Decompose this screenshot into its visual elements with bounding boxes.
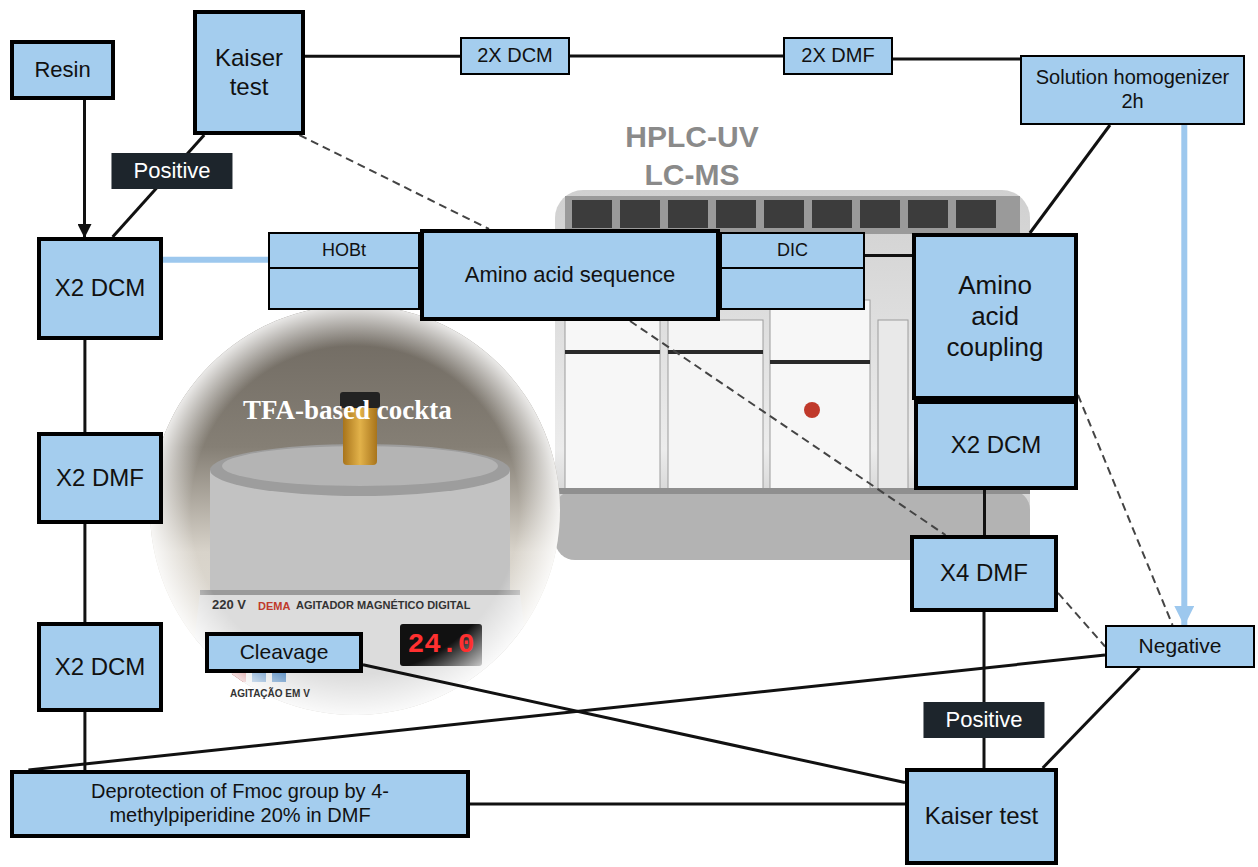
box-text: Cleavage: [240, 640, 329, 665]
result-tag: Positive: [923, 702, 1044, 738]
box-text: Kaiser test: [205, 44, 293, 101]
reagent-box: DIC: [720, 232, 865, 310]
connector: [1043, 668, 1140, 768]
dashed-connector: [630, 321, 946, 535]
process-box: X2 DCM: [37, 237, 163, 340]
process-box: 2X DCM: [460, 37, 570, 75]
process-box: Negative: [1105, 625, 1255, 668]
box-text: Amino acid coupling: [938, 270, 1052, 362]
box-text: HOBt: [270, 234, 418, 269]
connector: [83, 712, 86, 770]
connector: [363, 665, 905, 783]
reagent-box: HOBt: [268, 232, 420, 310]
connector: [83, 524, 86, 622]
connector: [163, 257, 268, 263]
process-box: Solution homogenizer 2h: [1020, 55, 1245, 125]
process-box: Deprotection of Fmoc group by 4-methylpi…: [10, 770, 470, 838]
connector: [1181, 125, 1187, 625]
connector: [305, 55, 460, 58]
box-text: X2 DCM: [55, 274, 146, 302]
instrument-label: HPLC-UV: [625, 120, 758, 153]
dashed-connector: [1058, 593, 1105, 647]
box-text: X4 DMF: [940, 559, 1028, 587]
connector: [1030, 125, 1110, 233]
process-box: Amino acid coupling: [912, 233, 1078, 400]
box-text: 2X DCM: [477, 44, 553, 68]
process-box: Amino acid sequence: [420, 229, 720, 321]
connector: [893, 58, 1020, 61]
device-marking: AGITAÇÃO EM V: [230, 688, 310, 699]
device-marking: AGITADOR MAGNÉTICO DIGITAL: [296, 599, 470, 611]
process-box: X2 DMF: [37, 432, 163, 524]
stirrer-photo: [140, 300, 570, 720]
dashed-connector: [1078, 395, 1173, 625]
process-box: Resin: [10, 40, 115, 100]
box-text: X2 DCM: [951, 431, 1042, 459]
dashed-connector: [299, 135, 489, 229]
connector: [83, 100, 86, 237]
process-box: 2X DMF: [783, 37, 893, 75]
device-marking: DEMA: [258, 600, 290, 612]
instrument-label: LC-MS: [645, 158, 740, 191]
process-box: X4 DMF: [910, 535, 1058, 612]
process-box: Cleavage: [205, 632, 363, 673]
box-text: X2 DCM: [55, 653, 146, 681]
box-text: Resin: [34, 57, 90, 83]
box-text: X2 DMF: [56, 464, 144, 492]
box-text: Deprotection of Fmoc group by 4-methylpi…: [24, 780, 456, 827]
device-marking: 24.0: [407, 630, 474, 661]
connector: [865, 254, 912, 257]
box-text: Negative: [1139, 634, 1222, 659]
result-tag: Positive: [112, 153, 233, 189]
connector: [570, 55, 783, 58]
box-text: Amino acid sequence: [465, 262, 675, 288]
connector: [983, 612, 986, 768]
box-text: Solution homogenizer 2h: [1032, 66, 1233, 113]
process-box: Kaiser test: [193, 10, 305, 135]
box-text: Kaiser test: [925, 802, 1038, 830]
process-box: Kaiser test: [905, 768, 1058, 865]
process-box: X2 DCM: [37, 622, 163, 712]
box-text: DIC: [722, 234, 863, 269]
connector: [28, 655, 1105, 770]
connector: [983, 490, 986, 535]
box-text: 2X DMF: [801, 44, 874, 68]
photo-caption: TFA-based cockta: [243, 396, 452, 426]
connector: [83, 340, 86, 432]
device-marking: 220 V: [212, 598, 246, 612]
process-box: X2 DCM: [914, 400, 1078, 490]
connector: [470, 803, 905, 806]
